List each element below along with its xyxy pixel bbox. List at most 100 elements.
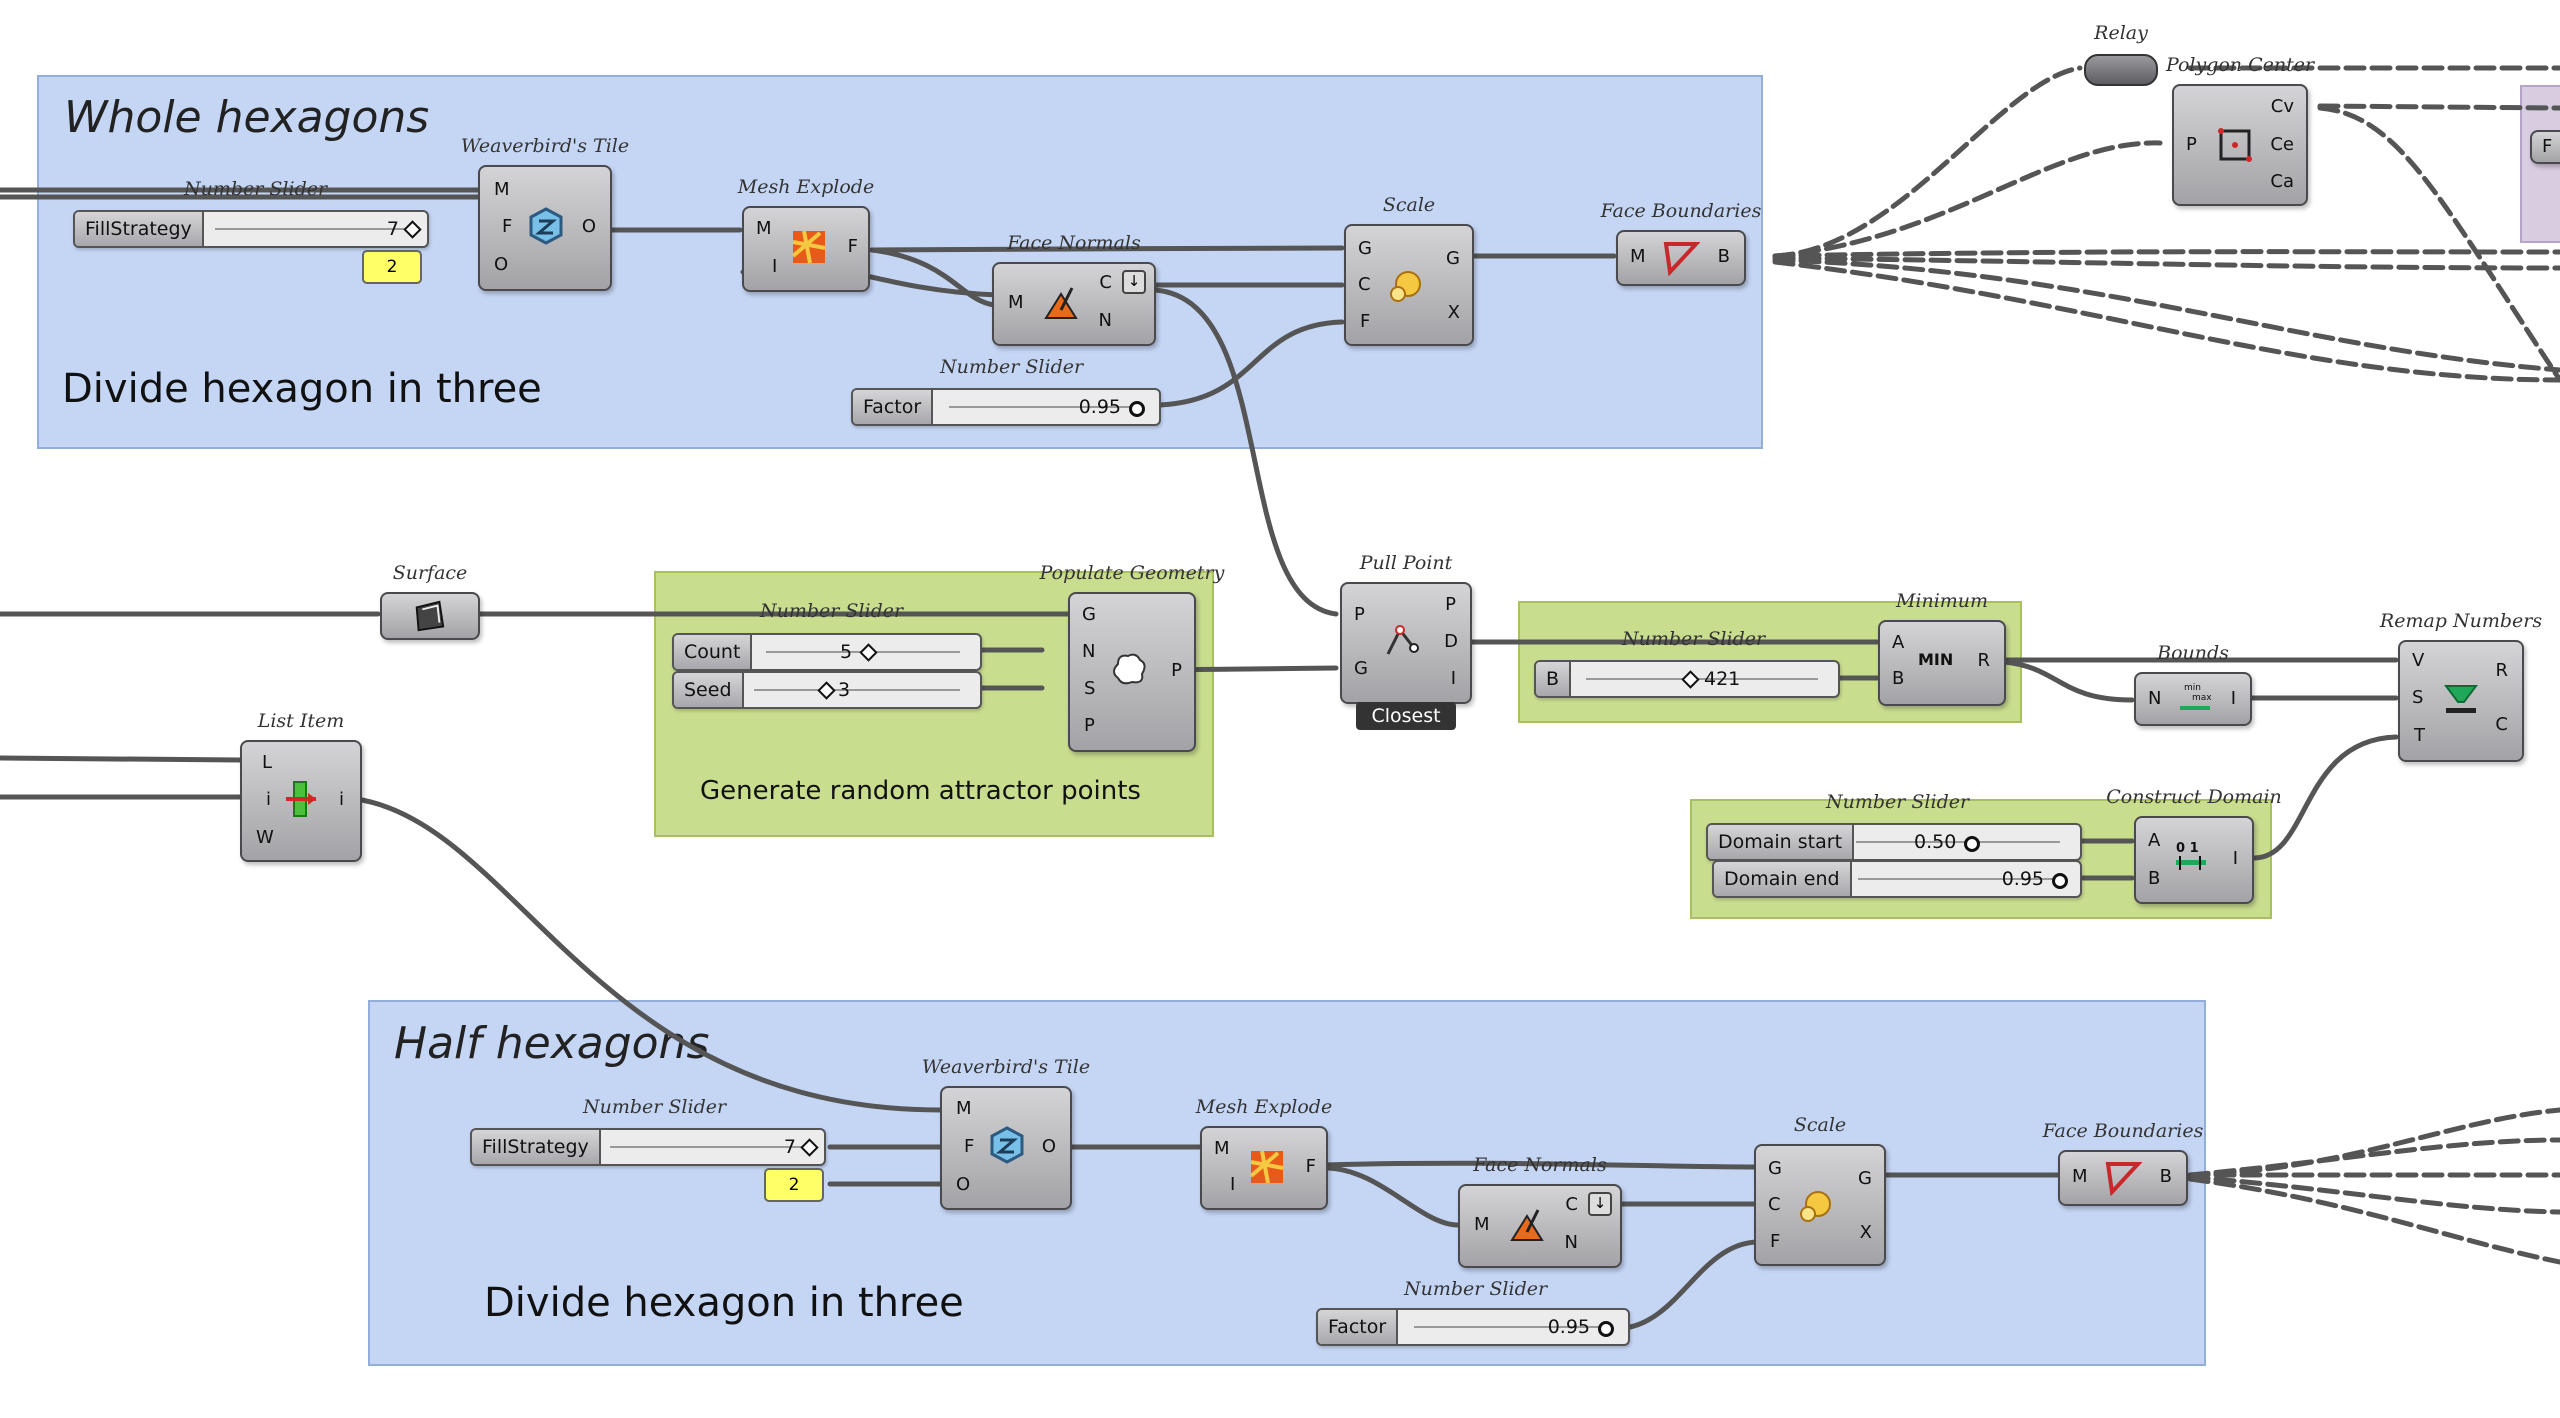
component-title: Mesh Explode — [1195, 1096, 1333, 1118]
face-normals-1[interactable]: Face Normals M C N ↓ — [992, 232, 1156, 346]
input-n: N — [2148, 688, 2162, 709]
input-b: B — [2148, 868, 2161, 889]
scale-1[interactable]: Scale G C F G X — [1344, 194, 1474, 346]
seed-slider[interactable]: Seed 3 — [672, 671, 982, 709]
output-n: N — [1098, 310, 1112, 331]
output-r: R — [2495, 660, 2508, 681]
input-g: G — [1354, 658, 1368, 679]
group-half-hexagons[interactable] — [368, 1000, 2206, 1366]
wire — [2002, 659, 2135, 703]
component-title: Remap Numbers — [2379, 610, 2543, 632]
component-title: Scale — [1793, 1114, 1847, 1136]
panel-value-2[interactable]: 2 — [764, 1168, 824, 1202]
pull-point-mode[interactable]: Closest — [1356, 702, 1456, 730]
slider-name: Factor — [853, 390, 934, 424]
remap-numbers[interactable]: Remap Numbers V S T R C — [2380, 610, 2542, 762]
domain-start-slider[interactable]: Domain start 0.50 — [1706, 823, 2082, 861]
minimum[interactable]: Minimum A B R MIN — [1878, 590, 2006, 706]
slider-knob[interactable] — [800, 1138, 819, 1157]
component-title: Pull Point — [1359, 552, 1453, 574]
component-title: Relay — [2094, 22, 2148, 44]
slider-label-b: Number Slider — [1622, 628, 1766, 650]
face-normal-icon — [1044, 287, 1078, 319]
surface-param[interactable]: Surface — [380, 562, 480, 640]
slider-name: FillStrategy — [472, 1130, 601, 1164]
arrow-down-icon[interactable]: ↓ — [1122, 270, 1146, 294]
output-c: C — [1565, 1194, 1578, 1215]
input-m: M — [2072, 1166, 2088, 1187]
wire-dashed — [1772, 65, 2083, 259]
slider-knob[interactable] — [2052, 873, 2068, 889]
input-i: I — [1230, 1174, 1236, 1195]
populate-icon — [1113, 653, 1146, 685]
b-slider[interactable]: B 421 — [1534, 660, 1840, 698]
slider-knob[interactable] — [1129, 401, 1145, 417]
fillstrategy-slider-2[interactable]: FillStrategy 7 — [470, 1128, 826, 1166]
polygon-center[interactable]: Polygon Center P Cv Ce Ca — [2166, 54, 2314, 206]
output-b: B — [1717, 246, 1730, 267]
factor-slider-1[interactable]: Factor 0.95 — [851, 388, 1161, 426]
count-slider[interactable]: Count 5 — [672, 633, 982, 671]
component-title: Polygon Center — [2165, 54, 2315, 76]
face-boundaries-2[interactable]: Face Boundaries M B — [2043, 1120, 2203, 1206]
output-r: R — [1977, 650, 1990, 671]
slider-knob[interactable] — [1964, 836, 1980, 852]
list-item[interactable]: List Item L i W i — [240, 710, 362, 862]
input-m: M — [1474, 1214, 1490, 1235]
wire — [0, 755, 243, 763]
face-normals-2[interactable]: Face Normals M C N ↓ — [1458, 1154, 1622, 1268]
slider-value: 0.95 — [2001, 868, 2044, 890]
arrow-down-icon[interactable]: ↓ — [1588, 1192, 1612, 1216]
populate-geometry[interactable]: Populate Geometry G N S P P — [1040, 562, 1224, 752]
slider-value: 0.95 — [1078, 396, 1121, 418]
slider-knob[interactable] — [817, 681, 836, 700]
wire-dashed — [1772, 259, 2560, 383]
slider-value: 5 — [840, 641, 853, 663]
wire-dashed — [2187, 1137, 2560, 1178]
weaverbird-tile-2[interactable]: Weaverbird's Tile M F O O — [922, 1056, 1090, 1210]
input-v: V — [2412, 650, 2425, 671]
mesh-explode-1[interactable]: Mesh Explode M I F — [738, 176, 874, 292]
scale-2[interactable]: Scale G C F G X — [1754, 1114, 1886, 1266]
slider-name: B — [1536, 662, 1572, 696]
wire — [1322, 1165, 1461, 1228]
slider-knob[interactable] — [1681, 670, 1700, 689]
offscreen-component[interactable]: F — [2530, 130, 2560, 164]
construct-domain[interactable]: Construct Domain A B I 0 1 — [2106, 786, 2282, 904]
component-title: Face Boundaries — [2042, 1120, 2204, 1142]
domain-end-slider[interactable]: Domain end 0.95 — [1712, 860, 2082, 898]
panel-value-1[interactable]: 2 — [362, 250, 422, 284]
output-f: F — [847, 236, 858, 257]
wire-dashed — [2187, 1174, 2560, 1215]
fillstrategy-slider-1[interactable]: FillStrategy 7 — [73, 210, 429, 248]
input-f: F — [964, 1136, 975, 1157]
component-title: List Item — [257, 710, 345, 732]
output-f: F — [1305, 1156, 1316, 1177]
slider-knob[interactable] — [1598, 1321, 1614, 1337]
group-offscreen[interactable] — [2520, 85, 2560, 243]
pull-point[interactable]: Pull Point P G P D I — [1340, 552, 1472, 704]
relay[interactable]: Relay — [2084, 22, 2158, 86]
input-a: A — [1892, 632, 1905, 653]
hexagon-tile-icon — [529, 207, 563, 245]
mesh-explode-2[interactable]: Mesh Explode M I F — [1196, 1096, 1332, 1210]
input-m: M — [956, 1098, 972, 1119]
scale-icon — [1390, 271, 1421, 302]
slider-knob[interactable] — [859, 643, 878, 662]
output-o: O — [1041, 1136, 1056, 1157]
slider-name: FillStrategy — [75, 212, 204, 246]
input-m: M — [1214, 1138, 1230, 1159]
hexagon-tile-icon — [990, 1126, 1024, 1164]
slider-knob[interactable] — [403, 220, 422, 239]
mesh-explode-icon — [791, 230, 826, 264]
face-boundaries-1[interactable]: Face Boundaries M B — [1601, 200, 1761, 286]
weaverbird-tile-1[interactable]: Weaverbird's Tile M F O O — [461, 135, 629, 291]
input-b: B — [1892, 668, 1905, 689]
slider-name: Factor — [1318, 1310, 1399, 1344]
group-whole-hexagons[interactable] — [37, 75, 1763, 449]
factor-slider-2[interactable]: Factor 0.95 — [1316, 1308, 1630, 1346]
input-m: M — [756, 218, 772, 239]
slider-name: Seed — [674, 673, 744, 707]
input-i: I — [772, 256, 778, 277]
